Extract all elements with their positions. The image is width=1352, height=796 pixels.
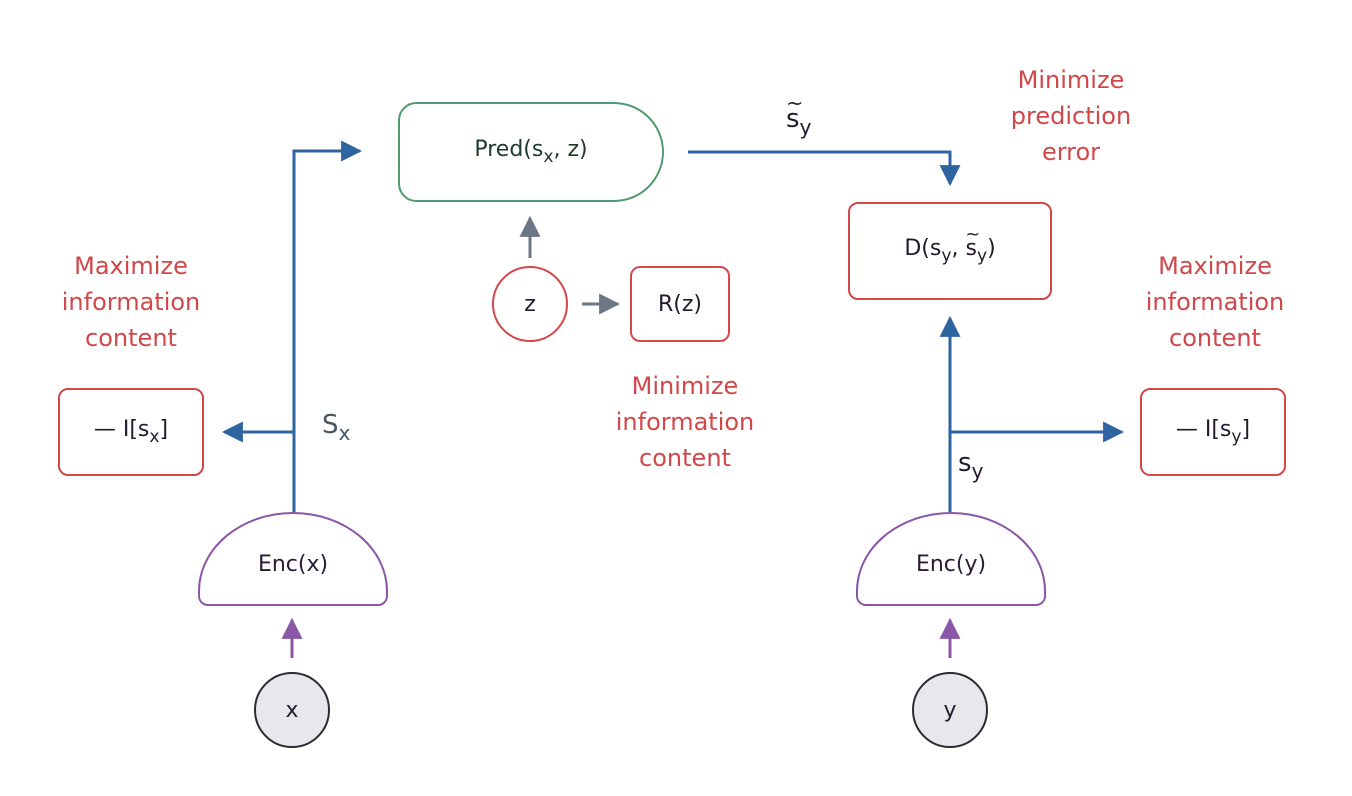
- encoder-y-label: Enc(y): [915, 551, 987, 577]
- encoder-x-label: Enc(x): [257, 551, 329, 577]
- latent-z-node: z: [492, 266, 568, 342]
- input-x-node: x: [254, 672, 330, 748]
- info-y-node: — I[sy]: [1140, 388, 1286, 476]
- sx-edge-label: Sx: [322, 410, 351, 446]
- info-x-label: — I[sx]: [93, 417, 169, 447]
- edge-sx-to-pred: [292, 140, 363, 512]
- annotation-maximize-left: Maximize information content: [61, 252, 201, 352]
- distance-node: D(sy, ~sy): [848, 202, 1052, 300]
- regularizer-label: R(z): [658, 291, 702, 317]
- input-x-label: x: [285, 697, 299, 723]
- info-x-node: — I[sx]: [58, 388, 204, 476]
- sy-edge-label: sy: [958, 448, 984, 484]
- predictor-label: Pred(sx, z): [474, 137, 588, 167]
- predictor-node: Pred(sx, z): [398, 102, 664, 202]
- annotation-maximize-right: Maximize information content: [1145, 252, 1285, 352]
- input-y-node: y: [912, 672, 988, 748]
- latent-z-label: z: [524, 291, 536, 317]
- annotation-minimize-information: Minimize information content: [615, 372, 755, 472]
- input-y-label: y: [943, 697, 957, 723]
- edge-pred-to-distance: [688, 150, 961, 187]
- regularizer-node: R(z): [630, 266, 730, 342]
- info-y-label: — I[sy]: [1175, 417, 1251, 447]
- distance-label: D(sy, ~sy): [904, 225, 996, 266]
- sy-tilde-edge-label: ~sy: [786, 91, 812, 140]
- annotation-minimize-prediction: Minimize prediction error: [1010, 66, 1132, 166]
